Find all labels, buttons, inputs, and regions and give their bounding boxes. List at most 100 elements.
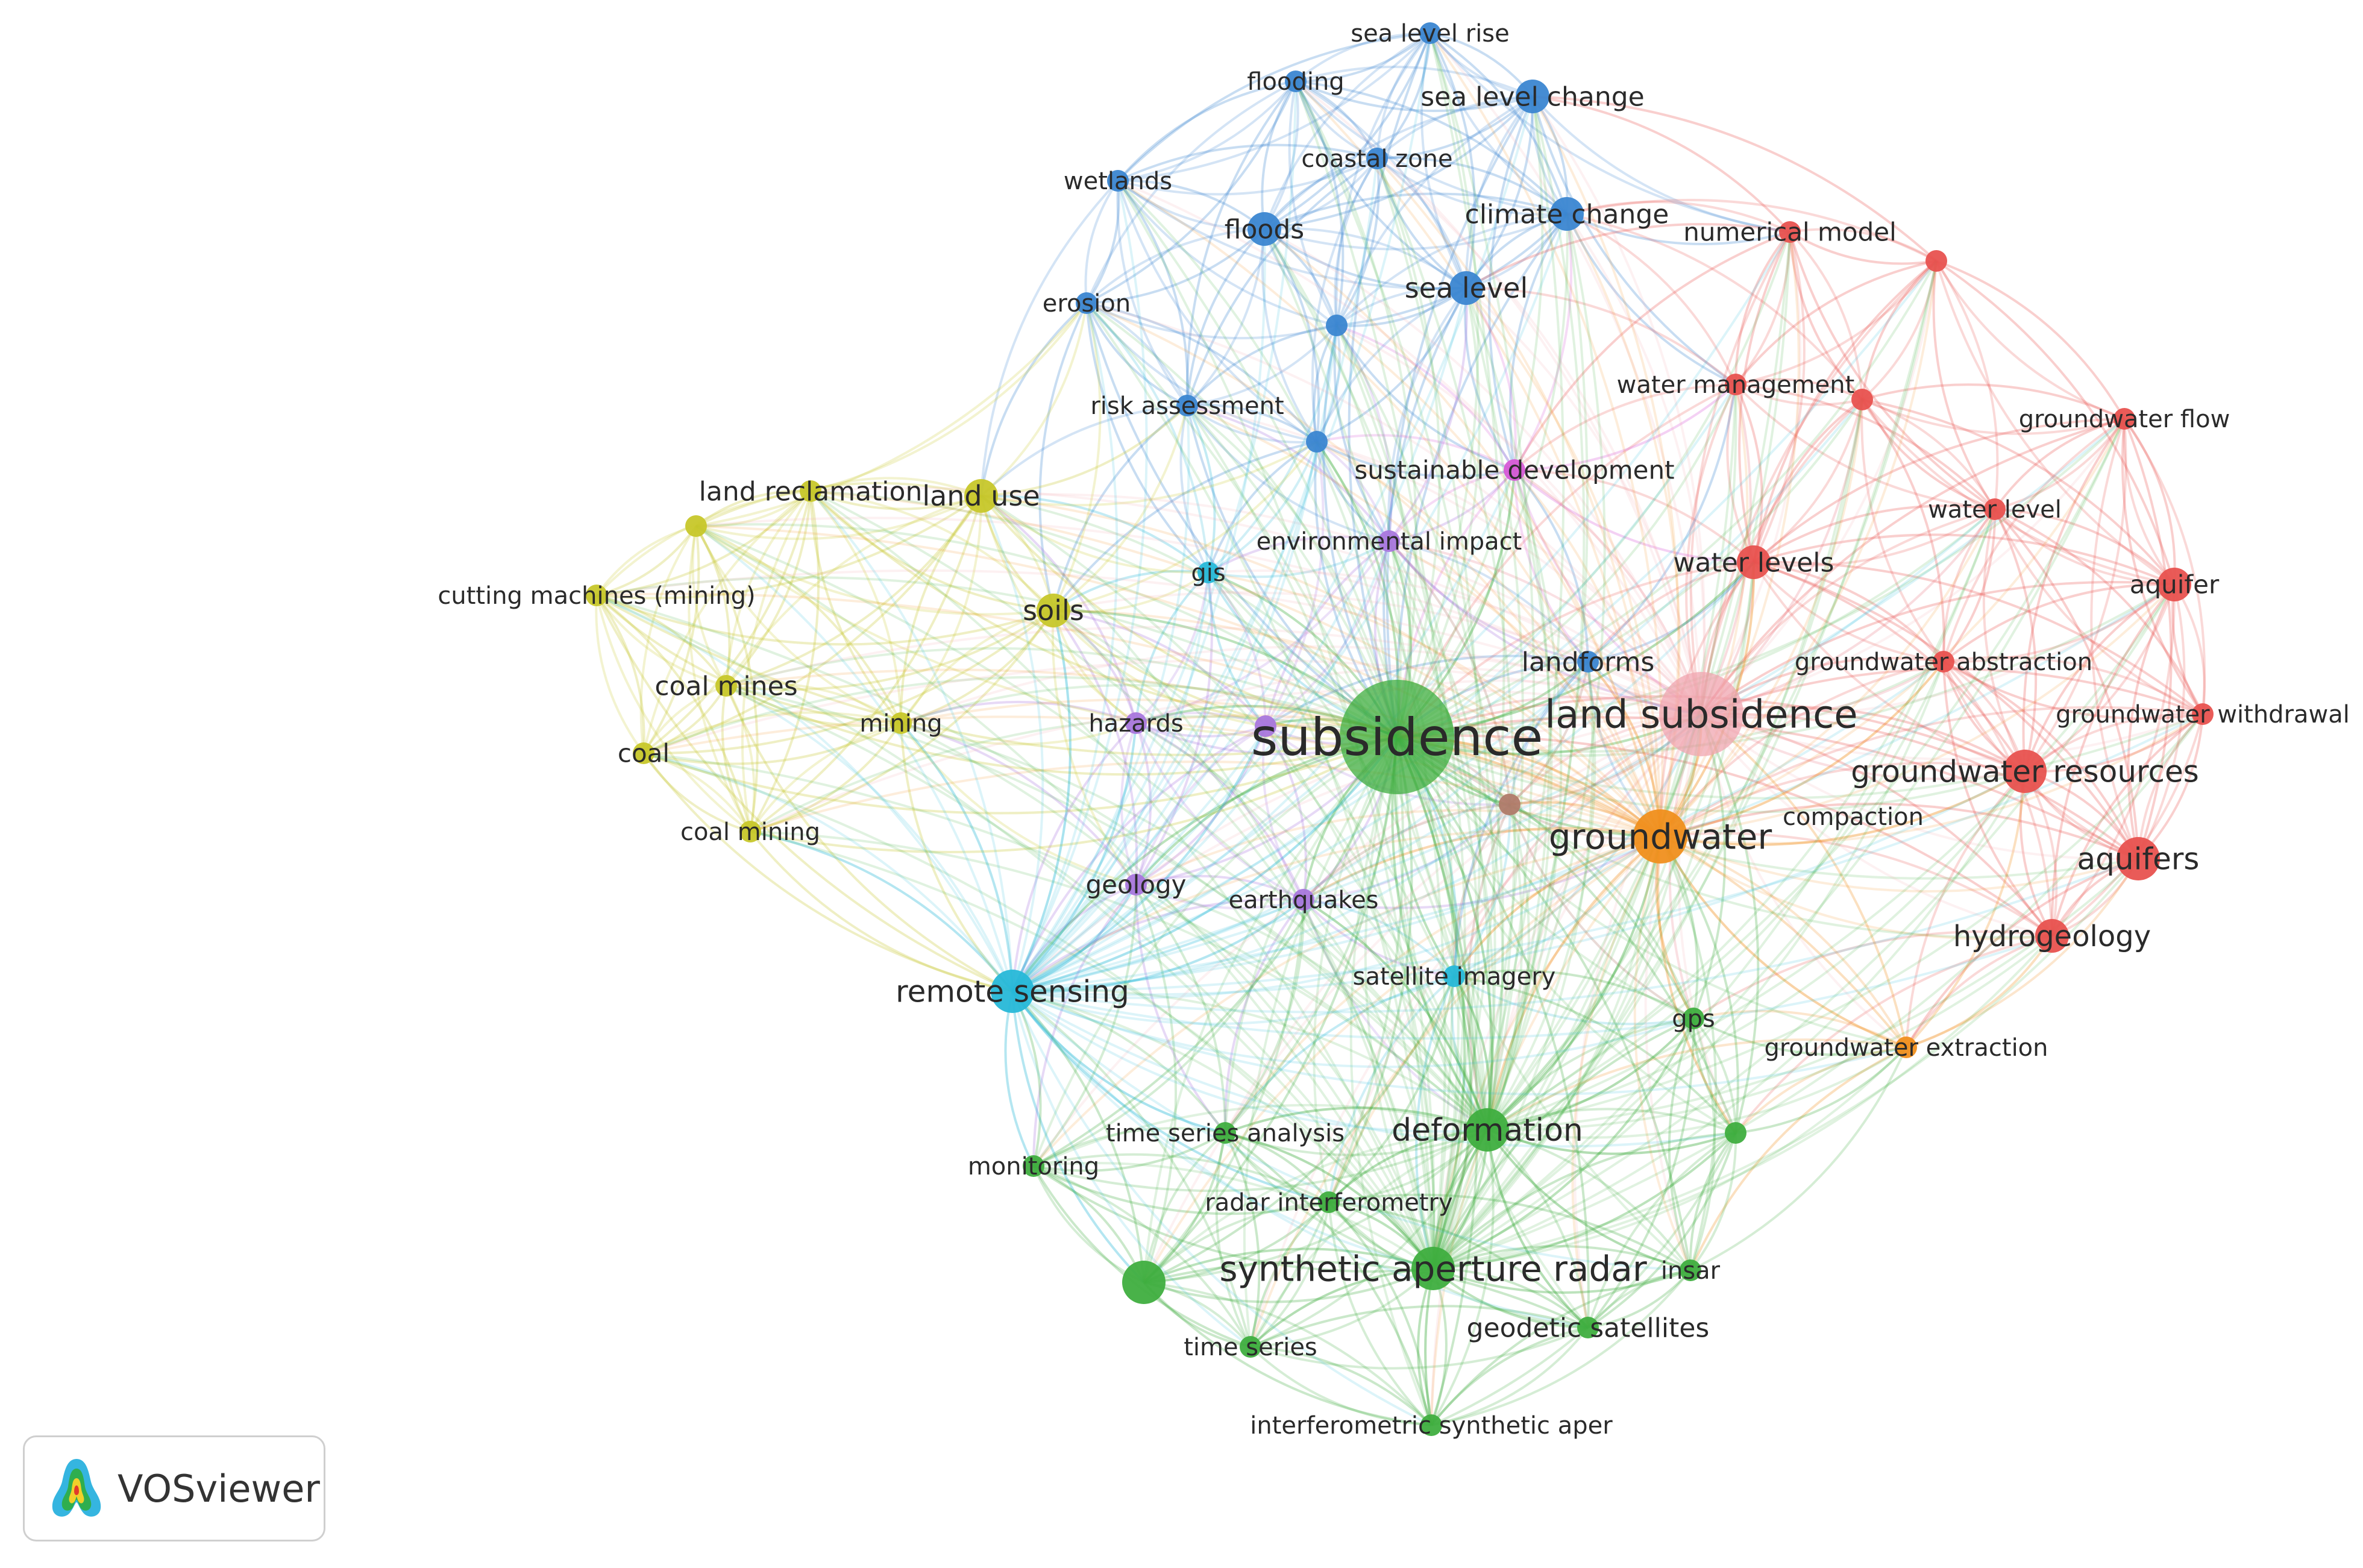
node-erosion[interactable] <box>1076 292 1097 314</box>
label-land-subsidence[interactable]: land subsidence <box>1545 692 1857 737</box>
node-sea-level[interactable] <box>1449 271 1483 305</box>
node-monitoring[interactable] <box>1023 1155 1044 1177</box>
label-subsidence[interactable]: subsidence <box>1251 707 1543 768</box>
node-sea-level-change[interactable] <box>1516 80 1549 113</box>
label-groundwater-extraction[interactable]: groundwater extraction <box>1764 1034 2048 1062</box>
node-earthquakes[interactable] <box>1293 889 1314 911</box>
node-hazards[interactable] <box>1125 712 1147 734</box>
label-gps[interactable]: gps <box>1672 1005 1715 1033</box>
node-satellite-imagery[interactable] <box>1443 965 1465 987</box>
node-soils[interactable] <box>1037 594 1070 627</box>
label-landforms[interactable]: landforms <box>1522 647 1655 677</box>
node-insar[interactable] <box>1680 1259 1701 1281</box>
label-earthquakes[interactable]: earthquakes <box>1228 886 1378 914</box>
node-gps[interactable] <box>1683 1008 1704 1029</box>
node-numerical-model[interactable] <box>1779 221 1801 243</box>
label-synthetic-aperture-radar[interactable]: synthetic aperture radar <box>1219 1248 1646 1289</box>
label-interferometric-sar[interactable]: interferometric synthetic aper <box>1250 1412 1613 1440</box>
node-groundwater-extraction[interactable] <box>1895 1036 1917 1058</box>
label-water-level[interactable]: water level <box>1928 496 2062 524</box>
node-water-management[interactable] <box>1725 374 1746 395</box>
label-coal-mining[interactable]: coal mining <box>680 818 820 846</box>
label-groundwater-abstraction[interactable]: groundwater abstraction <box>1795 648 2092 676</box>
node-hydrogeology[interactable] <box>2035 919 2069 953</box>
node-blue-unlabeled-2[interactable] <box>1306 431 1328 453</box>
label-wetlands[interactable]: wetlands <box>1064 168 1172 195</box>
label-insar[interactable]: insar <box>1661 1257 1721 1285</box>
node-time-series-analysis[interactable] <box>1214 1122 1236 1144</box>
node-water-level[interactable] <box>1984 498 2006 520</box>
node-flooding[interactable] <box>1285 71 1307 92</box>
node-groundwater[interactable] <box>1633 809 1687 864</box>
label-geology[interactable]: geology <box>1085 870 1186 900</box>
label-monitoring[interactable]: monitoring <box>968 1153 1099 1181</box>
node-synthetic-aperture-radar[interactable] <box>1411 1247 1455 1290</box>
node-green-unlabeled-1[interactable] <box>1725 1122 1746 1144</box>
node-coal-mining[interactable] <box>739 821 761 842</box>
node-sustainable-development[interactable] <box>1504 459 1525 481</box>
node-land-subsidence[interactable] <box>1659 672 1743 756</box>
label-soils[interactable]: soils <box>1023 594 1084 627</box>
node-risk-assessment[interactable] <box>1176 395 1198 416</box>
node-groundwater-withdrawal[interactable] <box>2192 703 2214 725</box>
label-water-management[interactable]: water management <box>1617 371 1855 399</box>
label-radar-interferometry[interactable]: radar interferometry <box>1205 1189 1452 1217</box>
label-erosion[interactable]: erosion <box>1043 290 1131 318</box>
node-deformation[interactable] <box>1466 1108 1509 1152</box>
node-climate-change[interactable] <box>1550 197 1584 231</box>
label-risk-assessment[interactable]: risk assessment <box>1090 392 1284 420</box>
label-cutting-machines[interactable]: cutting machines (mining) <box>438 582 755 610</box>
node-red-unlabeled-2[interactable] <box>1851 389 1873 410</box>
node-coastal-zone[interactable] <box>1366 148 1388 169</box>
label-hydrogeology[interactable]: hydrogeology <box>1953 920 2151 953</box>
node-mining[interactable] <box>890 712 912 734</box>
node-land-reclamation[interactable] <box>800 480 821 502</box>
label-satellite-imagery[interactable]: satellite imagery <box>1353 963 1556 991</box>
label-floods[interactable]: floods <box>1225 214 1304 245</box>
node-purple-unlabeled[interactable] <box>1255 715 1276 737</box>
node-environmental-impact[interactable] <box>1378 530 1400 552</box>
node-coal-mines[interactable] <box>715 675 737 697</box>
label-geodetic-satellites[interactable]: geodetic satellites <box>1467 1312 1710 1343</box>
label-groundwater-resources[interactable]: groundwater resources <box>1851 754 2199 789</box>
node-remote-sensing[interactable] <box>991 970 1034 1013</box>
label-land-reclamation[interactable]: land reclamation <box>699 476 923 507</box>
label-flooding[interactable]: flooding <box>1247 68 1344 96</box>
node-green-unlabeled-2[interactable] <box>1122 1261 1166 1304</box>
label-environmental-impact[interactable]: environmental impact <box>1257 528 1522 556</box>
node-geodetic-satellites[interactable] <box>1577 1317 1599 1338</box>
label-aquifers[interactable]: aquifers <box>2077 842 2200 877</box>
node-water-levels[interactable] <box>1737 545 1771 579</box>
node-time-series[interactable] <box>1240 1336 1261 1358</box>
label-sustainable-development[interactable]: sustainable development <box>1354 456 1674 485</box>
label-groundwater-withdrawal[interactable]: groundwater withdrawal <box>2056 701 2350 729</box>
label-time-series[interactable]: time series <box>1184 1334 1317 1361</box>
node-groundwater-flow[interactable] <box>2114 408 2135 430</box>
node-interferometric-sar[interactable] <box>1420 1414 1442 1436</box>
label-sea-level-change[interactable]: sea level change <box>1420 81 1645 112</box>
node-cutting-machines[interactable] <box>586 585 607 606</box>
node-aquifer[interactable] <box>2157 568 2191 601</box>
label-coal-mines[interactable]: coal mines <box>654 671 797 701</box>
label-groundwater-flow[interactable]: groundwater flow <box>2019 406 2230 433</box>
label-gis[interactable]: gis <box>1191 559 1225 587</box>
label-water-levels[interactable]: water levels <box>1674 547 1834 578</box>
node-subsidence[interactable] <box>1340 680 1454 794</box>
node-landforms[interactable] <box>1577 651 1599 673</box>
node-land-use[interactable] <box>964 479 998 513</box>
node-red-unlabeled-1[interactable] <box>1925 250 1947 272</box>
node-blue-unlabeled-1[interactable] <box>1326 315 1348 336</box>
node-groundwater-abstraction[interactable] <box>1933 651 1954 673</box>
node-groundwater-resources[interactable] <box>2003 750 2047 793</box>
node-wetlands[interactable] <box>1107 170 1129 192</box>
label-compaction[interactable]: compaction <box>1783 803 1924 831</box>
label-remote-sensing[interactable]: remote sensing <box>896 974 1129 1009</box>
node-sea-level-rise[interactable] <box>1419 22 1441 44</box>
label-sea-level-rise[interactable]: sea level rise <box>1351 20 1510 48</box>
node-floods[interactable] <box>1247 212 1281 246</box>
label-sea-level[interactable]: sea level <box>1405 272 1528 304</box>
node-compaction[interactable] <box>1499 794 1520 815</box>
label-coastal-zone[interactable]: coastal zone <box>1301 145 1452 173</box>
node-yellow-unlabeled[interactable] <box>685 515 707 537</box>
label-numerical-model[interactable]: numerical model <box>1683 218 1897 247</box>
